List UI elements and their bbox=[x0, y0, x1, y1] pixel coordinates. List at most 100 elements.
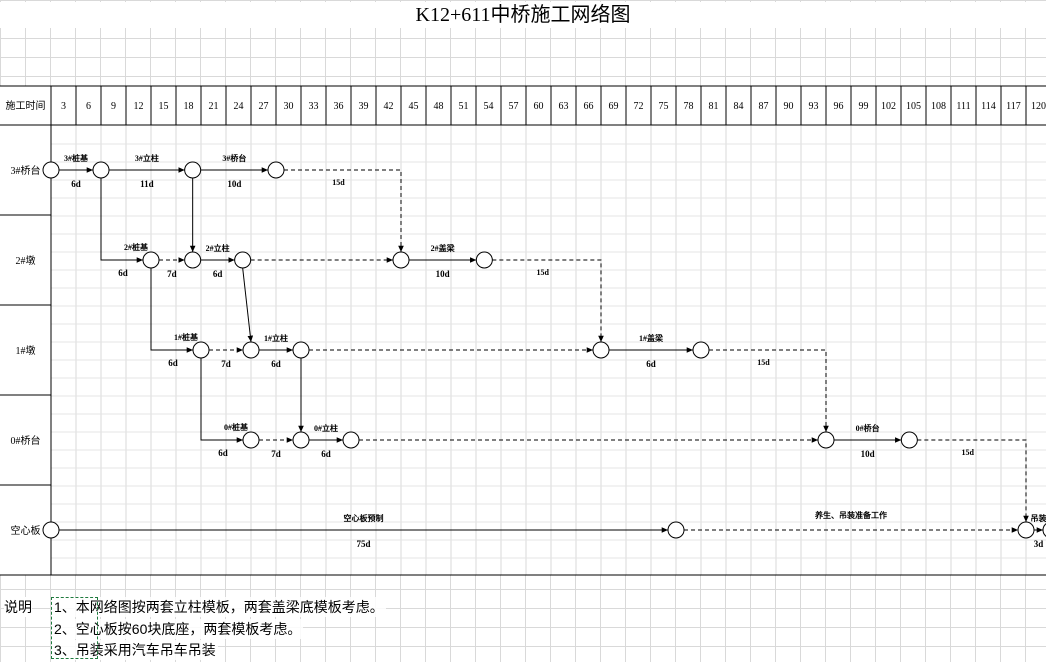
time-tick-label: 9 bbox=[111, 101, 116, 112]
event-node bbox=[184, 161, 202, 179]
time-tick-label: 60 bbox=[534, 101, 544, 112]
activity-name: 2#桩基 bbox=[124, 242, 149, 252]
wait-label: 7d bbox=[167, 269, 177, 279]
activity-duration: 6d bbox=[118, 268, 128, 278]
event-node bbox=[1042, 523, 1046, 537]
wait-label: 养生、吊装准备工作 bbox=[814, 510, 887, 520]
wait-line bbox=[917, 439, 1029, 522]
activity-duration: 6d bbox=[218, 448, 228, 458]
wait-label: 7d bbox=[221, 359, 231, 369]
time-tick-label: 69 bbox=[609, 101, 619, 112]
time-tick-label: 15 bbox=[159, 101, 169, 112]
event-node bbox=[1017, 521, 1035, 539]
event-node bbox=[42, 161, 60, 179]
event-node bbox=[342, 431, 360, 449]
activity-name: 0#立柱 bbox=[314, 423, 338, 433]
wait-line bbox=[709, 349, 829, 432]
time-tick-label: 96 bbox=[834, 101, 844, 112]
time-tick-label: 99 bbox=[859, 101, 869, 112]
time-tick-label: 72 bbox=[634, 101, 644, 112]
notes-label: 说明 bbox=[4, 597, 32, 617]
activity-duration: 6d bbox=[646, 359, 656, 369]
activity-duration: 3d bbox=[1034, 539, 1044, 549]
wait-label: 15d bbox=[536, 268, 549, 277]
activity-duration: 10d bbox=[436, 269, 450, 279]
event-node bbox=[234, 251, 252, 269]
activity-name: 3#桥台 bbox=[222, 153, 246, 163]
activity-name: 0#桩基 bbox=[224, 422, 249, 432]
activity-duration: 6d bbox=[168, 358, 178, 368]
event-node bbox=[900, 431, 918, 449]
event-node bbox=[42, 521, 60, 539]
activity-duration: 75d bbox=[356, 539, 370, 549]
time-tick-label: 111 bbox=[956, 101, 970, 112]
activity-name: 3#立柱 bbox=[135, 153, 159, 163]
activity-duration: 6d bbox=[71, 179, 81, 189]
time-tick-label: 39 bbox=[359, 101, 369, 112]
time-tick-label: 93 bbox=[809, 101, 819, 112]
time-tick-label: 3 bbox=[61, 101, 66, 112]
activity-name: 2#盖梁 bbox=[431, 243, 456, 253]
row-label: 空心板 bbox=[11, 524, 41, 537]
event-node bbox=[142, 251, 160, 269]
time-tick-label: 105 bbox=[906, 101, 921, 112]
wait-label: 15d bbox=[332, 178, 345, 187]
page-title: K12+611中桥施工网络图 bbox=[0, 2, 1046, 28]
time-tick-label: 21 bbox=[209, 101, 219, 112]
time-tick-label: 48 bbox=[434, 101, 444, 112]
time-tick-label: 108 bbox=[931, 101, 946, 112]
activity-name: 0#桥台 bbox=[856, 423, 880, 433]
activity-duration: 10d bbox=[861, 449, 875, 459]
activity-duration: 6d bbox=[271, 359, 281, 369]
time-tick-label: 84 bbox=[734, 101, 744, 112]
event-node bbox=[184, 251, 202, 269]
event-node bbox=[475, 251, 493, 269]
event-node bbox=[292, 341, 310, 359]
time-tick-label: 54 bbox=[484, 101, 494, 112]
activity-name: 1#桩基 bbox=[174, 332, 199, 342]
activity-name: 空心板预制 bbox=[344, 513, 384, 523]
time-tick-label: 102 bbox=[881, 101, 896, 112]
time-tick-label: 78 bbox=[684, 101, 694, 112]
event-node bbox=[592, 341, 610, 359]
edges-layer bbox=[59, 167, 1043, 533]
time-tick-label: 63 bbox=[559, 101, 569, 112]
activity-name: 吊装 bbox=[1031, 513, 1046, 523]
activity-name: 3#桩基 bbox=[64, 153, 89, 163]
row-label: 1#墩 bbox=[16, 344, 36, 357]
activity-name: 1#立柱 bbox=[264, 333, 288, 343]
event-node bbox=[92, 161, 110, 179]
row-label: 2#墩 bbox=[16, 254, 36, 267]
constraint-arrow bbox=[242, 267, 254, 343]
activity-duration: 6d bbox=[321, 449, 331, 459]
time-tick-label: 87 bbox=[759, 101, 769, 112]
time-tick-label: 42 bbox=[384, 101, 394, 112]
event-node bbox=[242, 341, 260, 359]
time-tick-label: 24 bbox=[234, 101, 244, 112]
header-label: 施工时间 bbox=[6, 99, 46, 112]
note-item: 3、吊装采用汽车吊车吊装 bbox=[52, 640, 218, 660]
event-node bbox=[267, 161, 285, 179]
activity-duration: 6d bbox=[213, 269, 223, 279]
nodes-layer bbox=[42, 161, 1046, 539]
time-tick-label: 120 bbox=[1031, 101, 1046, 112]
time-tick-label: 33 bbox=[309, 101, 319, 112]
event-node bbox=[667, 521, 685, 539]
time-tick-label: 51 bbox=[459, 101, 469, 112]
row-label: 3#桥台 bbox=[11, 164, 41, 177]
time-tick-label: 30 bbox=[284, 101, 294, 112]
time-tick-label: 81 bbox=[709, 101, 719, 112]
time-tick-label: 18 bbox=[184, 101, 194, 112]
event-node bbox=[242, 431, 260, 449]
wait-label: 7d bbox=[271, 449, 281, 459]
time-tick-label: 90 bbox=[784, 101, 794, 112]
event-node bbox=[192, 341, 210, 359]
table-background bbox=[0, 86, 1046, 575]
activity-arrow bbox=[150, 268, 193, 353]
time-tick-label: 36 bbox=[334, 101, 344, 112]
time-tick-label: 57 bbox=[509, 101, 519, 112]
time-tick-label: 117 bbox=[1006, 101, 1021, 112]
activity-arrow bbox=[200, 358, 243, 443]
